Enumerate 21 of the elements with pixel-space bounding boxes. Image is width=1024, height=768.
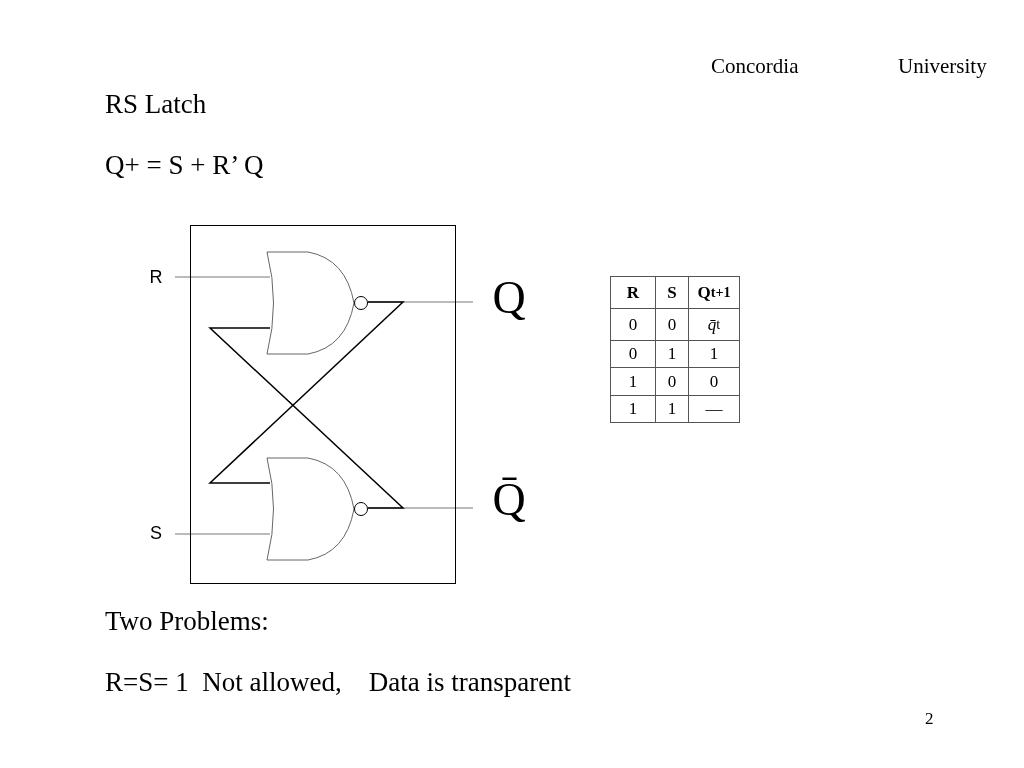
note-text: R=S= 1 Not allowed, Data is transparent: [105, 667, 572, 699]
note-text: Two Problems:: [105, 606, 269, 638]
table-cell: —: [688, 395, 740, 423]
terminal-label: Q̄: [492, 477, 526, 523]
terminal-label: Q: [492, 275, 526, 321]
feedback-wire: [208, 327, 405, 509]
wire: [174, 276, 271, 278]
nor-gate-symbol: [266, 457, 369, 562]
page-number: 2: [925, 709, 934, 729]
wire: [174, 533, 271, 535]
latch-box: [190, 225, 456, 584]
heading-text: University: [898, 54, 987, 79]
terminal-label: R: [149, 268, 163, 286]
nor-gate-symbol: [266, 251, 369, 356]
heading-text: Concordia: [711, 54, 799, 79]
table-cell: R: [610, 276, 656, 309]
table-cell: 1: [610, 395, 656, 423]
feedback-wire: [208, 301, 405, 484]
terminal-label: S: [150, 524, 162, 542]
equation-text: Q+ = S + R’ Q: [105, 150, 264, 182]
slide-title: RS Latch: [105, 89, 207, 121]
